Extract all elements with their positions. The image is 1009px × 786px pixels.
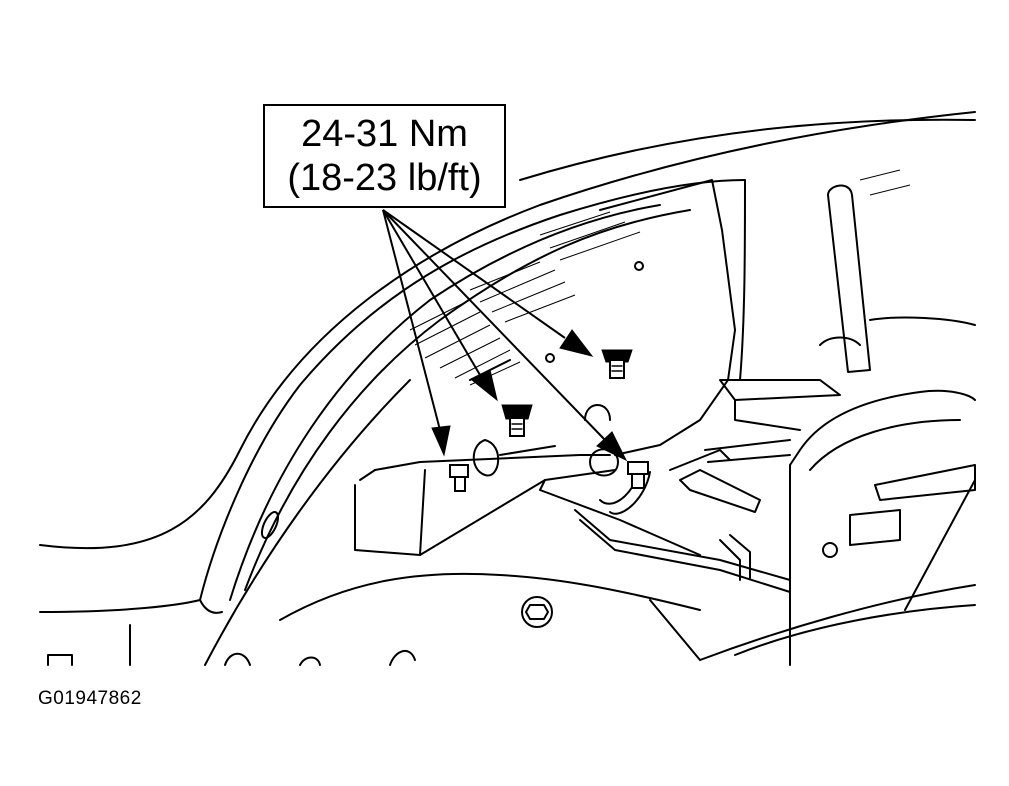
callout-leader-lines <box>382 209 628 462</box>
bolt-lower-right <box>627 461 649 489</box>
surface-hatching <box>409 169 911 386</box>
torque-nm-label: 24-31 Nm <box>301 113 468 155</box>
bolt-upper-middle <box>501 404 533 437</box>
bolt-lower-left <box>449 464 469 492</box>
figure-identifier: G01947862 <box>38 688 142 709</box>
fender-outline <box>39 111 976 666</box>
strut-and-seat-structure <box>699 184 976 666</box>
torque-lbft-label: (18-23 lb/ft) <box>287 157 482 199</box>
brake-lines <box>574 439 791 593</box>
mounting-bracket <box>354 179 746 556</box>
torque-callout-box: 24-31 Nm (18-23 lb/ft) <box>263 104 506 208</box>
lower-crossmember <box>224 572 701 666</box>
bolt-upper-right <box>601 349 633 379</box>
